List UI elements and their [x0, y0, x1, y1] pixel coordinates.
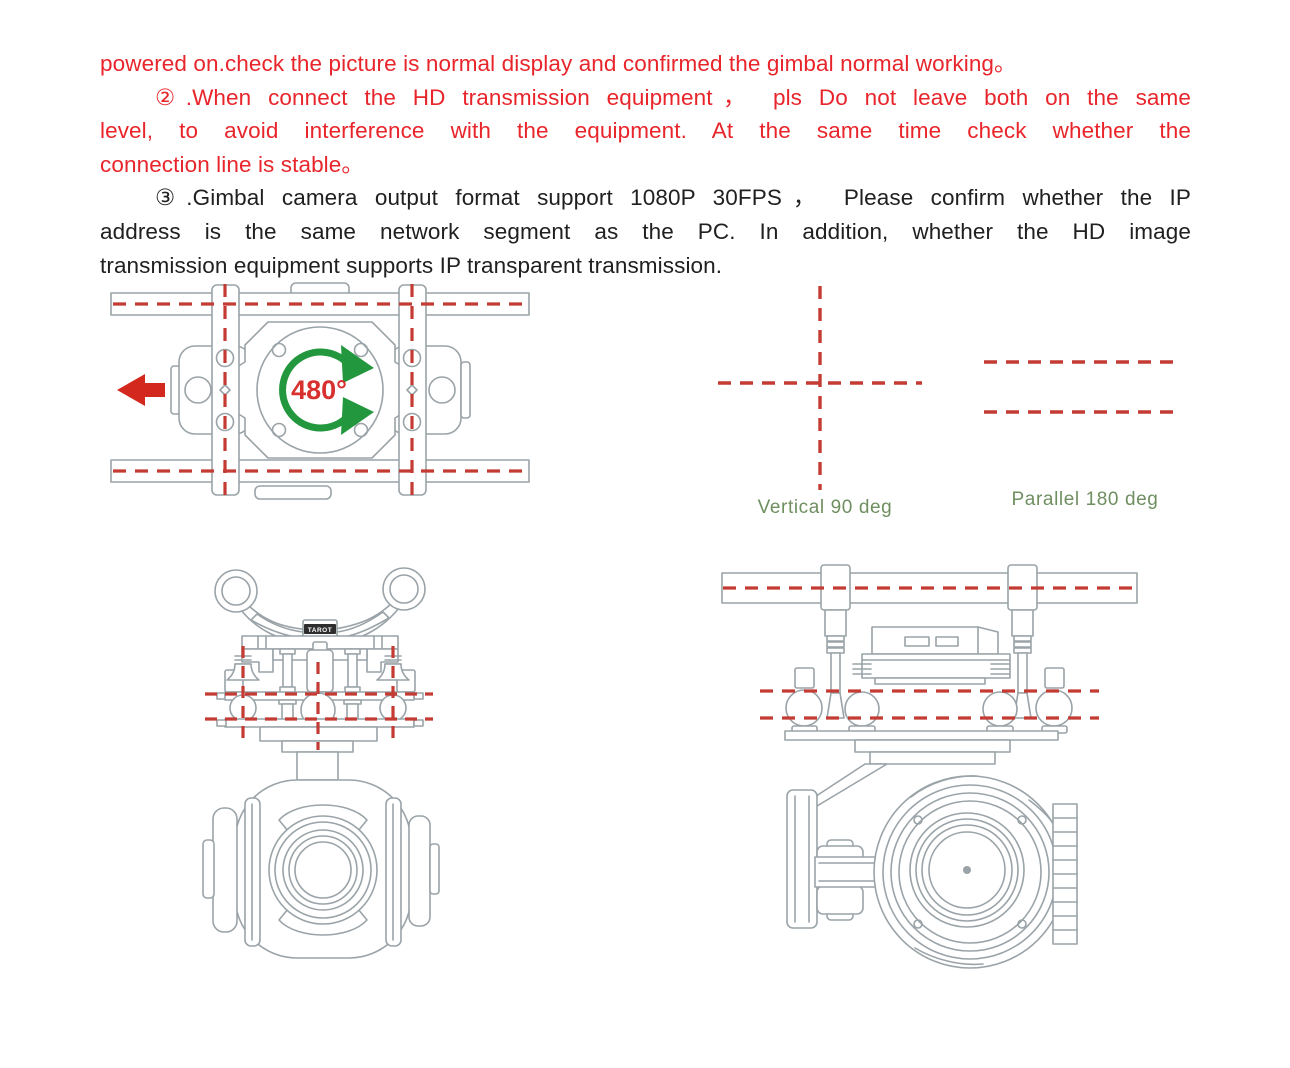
black-note-line-2: address is the same network segment as t… [100, 218, 1191, 244]
parallel-180-label: Parallel 180 deg [1011, 489, 1159, 510]
gimbal-top-view-diagram: 480° [110, 282, 530, 500]
rail-and-damper-guides [723, 586, 1136, 720]
parallel-180-guide [984, 360, 1182, 414]
gimbal-front-view-diagram: TAROT [202, 567, 440, 959]
yaw-motor-housing [259, 726, 378, 781]
red-note-line-4: connection line is stable。 [100, 151, 364, 177]
gimbal-side-view-diagram [721, 564, 1138, 969]
rotation-480-arrow-icon [279, 345, 374, 435]
camera-body [202, 779, 440, 959]
mount-rail [721, 564, 1138, 611]
camera-body-side [873, 775, 1078, 969]
brand-badge: TAROT [304, 624, 336, 634]
mounting-arms [214, 567, 426, 645]
brand-label: TAROT [308, 627, 332, 634]
red-note-line-1: powered on.check the picture is normal d… [100, 51, 1017, 76]
damper-assembly [784, 663, 1073, 765]
black-note-line-1: ③.Gimbal camera output format support 10… [155, 185, 1191, 211]
alignment-guide-diagram [718, 286, 1182, 490]
hanging-posts [824, 609, 1034, 719]
vertical-90-guide [718, 286, 922, 490]
black-note-line-3: transmission equipment supports IP trans… [100, 252, 723, 278]
damper-centerline-guides [205, 646, 433, 750]
red-note-line-2: ②.When connect the HD transmission equip… [155, 84, 1191, 110]
gimbal-body-outline [170, 282, 471, 500]
body-text: powered on.check the picture is normal d… [100, 47, 1191, 282]
left-direction-arrow-icon [117, 374, 165, 406]
rail-centerline-guides [113, 284, 527, 500]
vertical-90-label: Vertical 90 deg [757, 497, 893, 518]
rotation-angle-label: 480° [291, 375, 347, 405]
controller-box [861, 626, 1011, 685]
red-note-line-3: level, to avoid interference with the eq… [100, 118, 1191, 144]
